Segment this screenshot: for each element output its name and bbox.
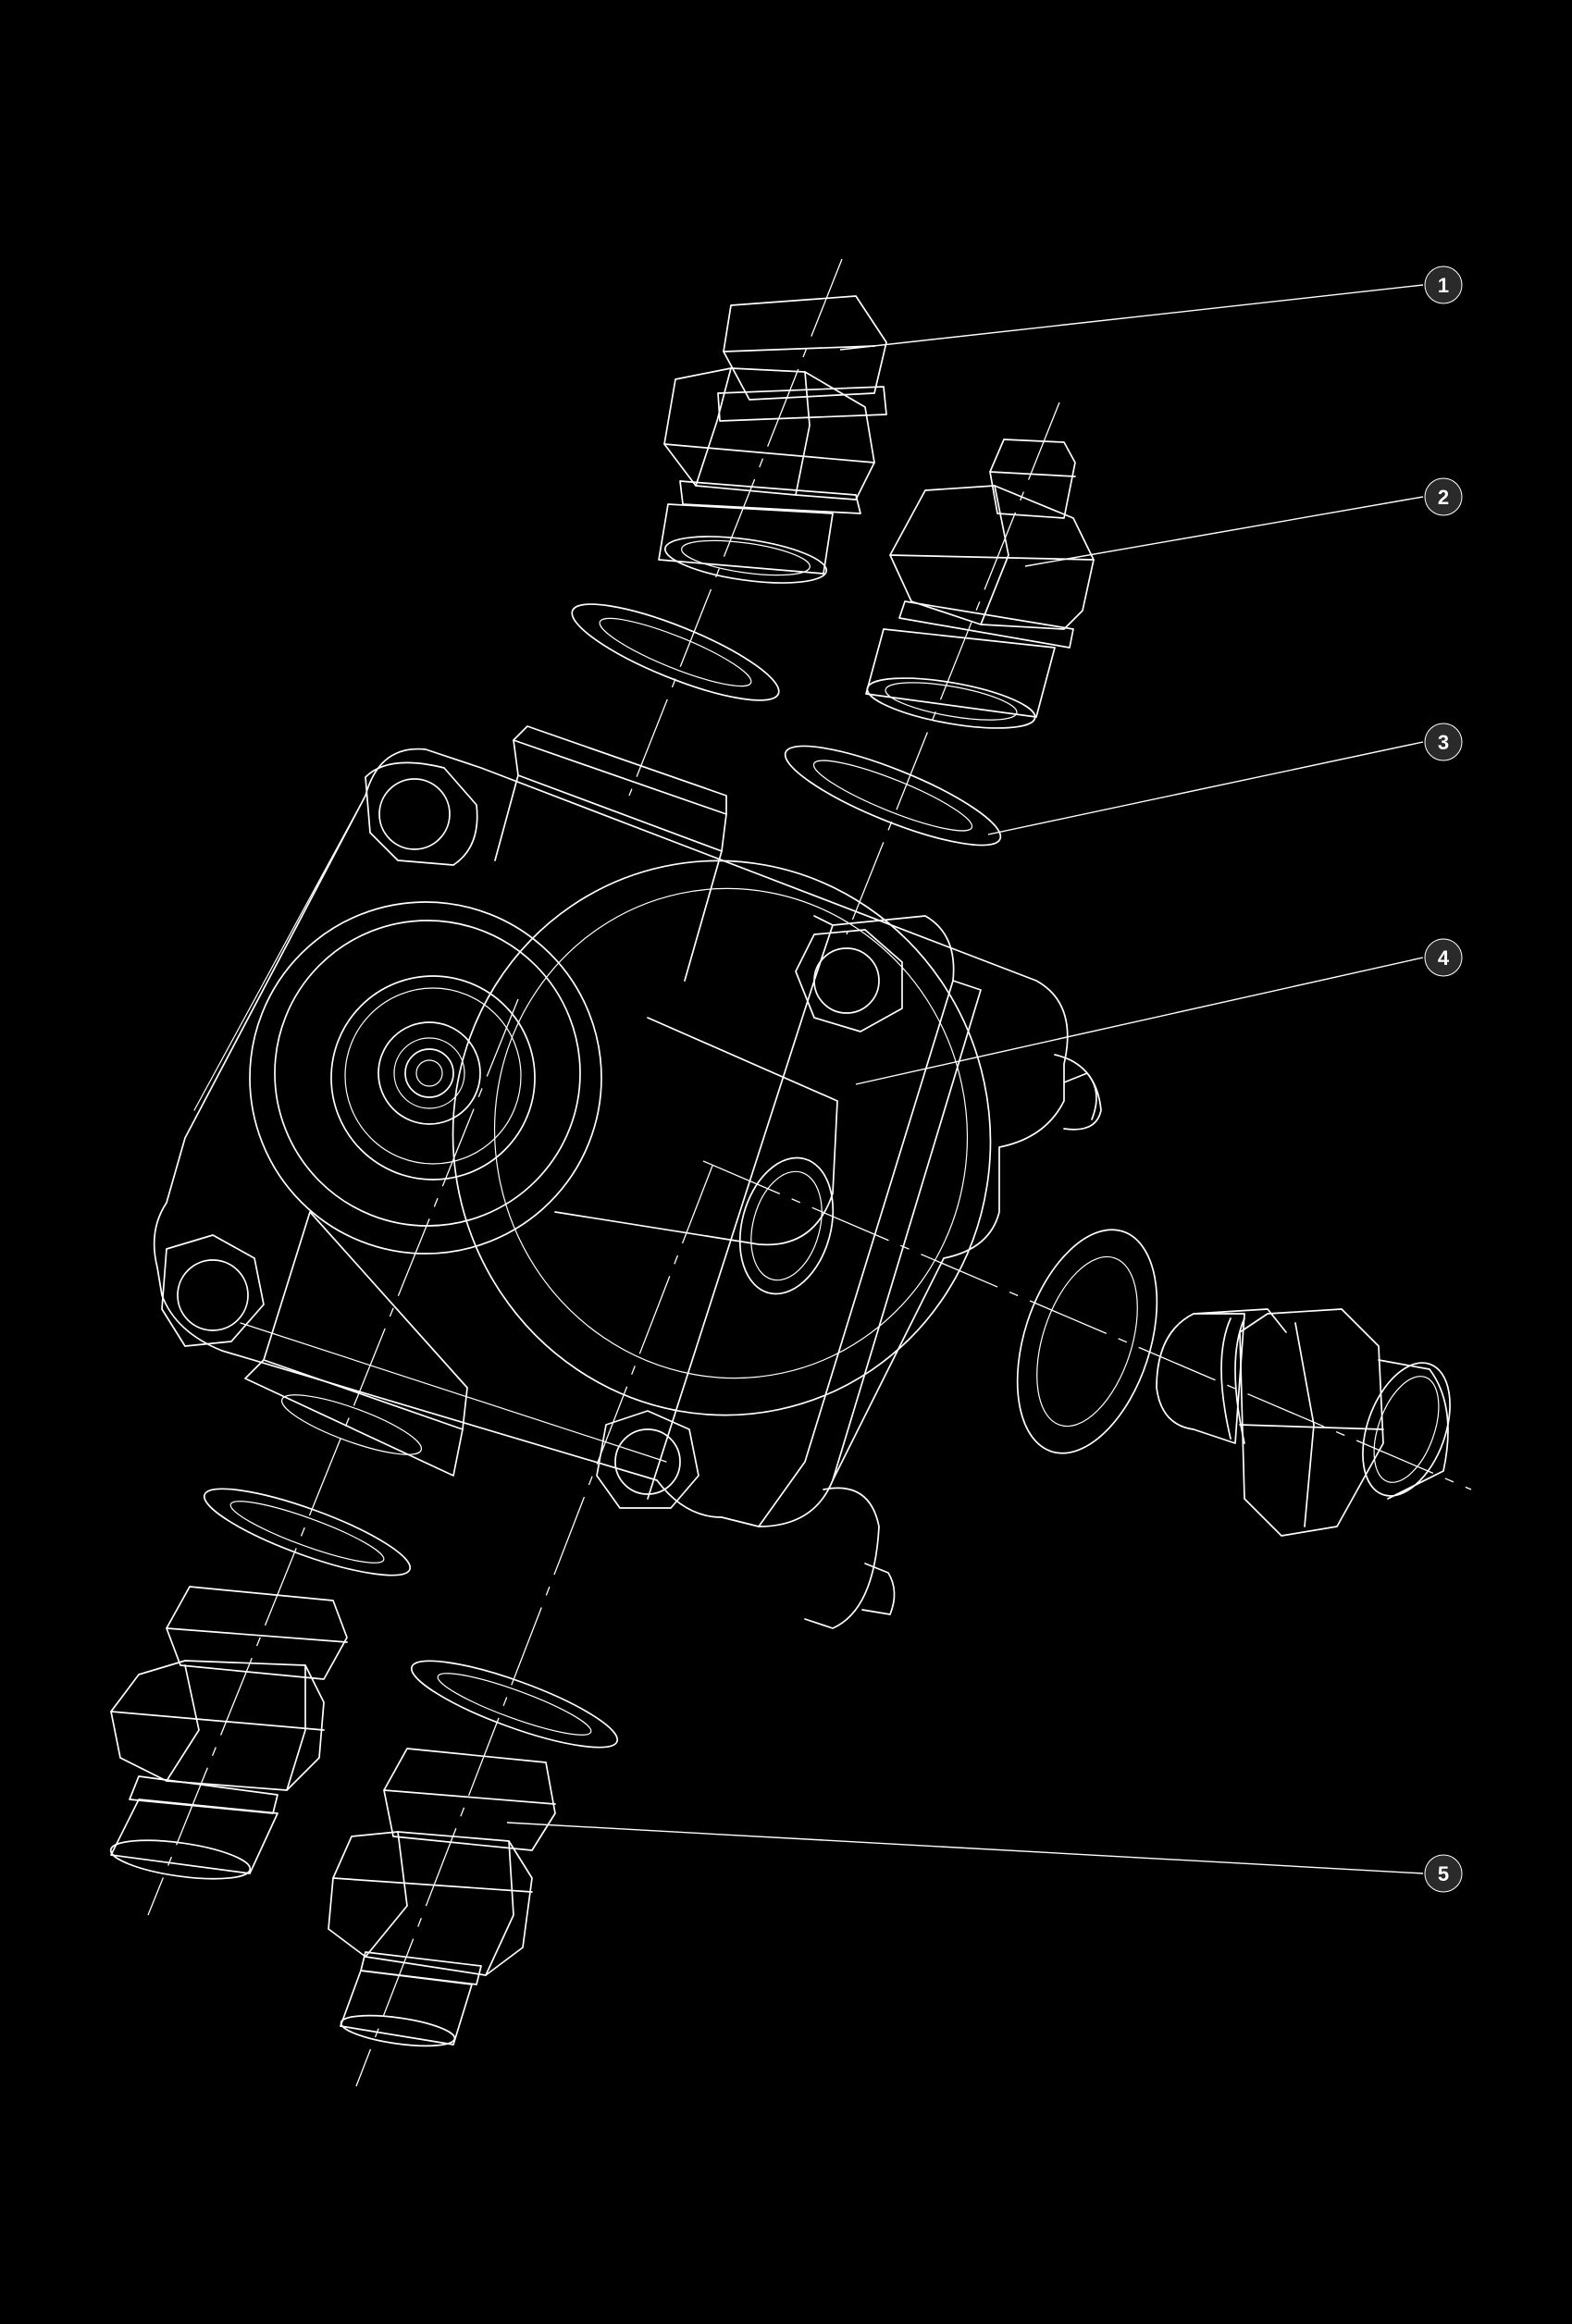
fitting-bottom-left	[109, 1586, 348, 1880]
callout-5: 5	[1424, 1854, 1463, 1893]
valve-body	[153, 725, 1102, 1629]
fitting-top-left	[658, 295, 887, 584]
callout-5-label: 5	[1438, 1862, 1449, 1885]
hex-bolt-bottom-left	[161, 1234, 265, 1347]
callout-3-label: 3	[1438, 731, 1449, 754]
washer-right	[1016, 1229, 1158, 1454]
callout-4-label: 4	[1438, 946, 1450, 970]
hex-bolt-bottom-right	[596, 1410, 699, 1509]
center-axes	[147, 258, 1472, 2087]
fitting-bottom-right	[328, 1748, 556, 2047]
leader-lines	[506, 284, 1424, 1874]
callout-1: 1	[1424, 266, 1463, 304]
callout-3: 3	[1424, 723, 1463, 761]
hex-bolt-top-left	[365, 761, 478, 866]
fitting-right	[1156, 1308, 1451, 1537]
callout-1-label: 1	[1438, 274, 1449, 297]
washer-top-left	[571, 603, 780, 701]
callout-4: 4	[1424, 938, 1463, 977]
callout-2: 2	[1424, 477, 1463, 516]
callout-2-label: 2	[1438, 486, 1449, 509]
fitting-top-right	[865, 439, 1095, 729]
washer-bottom-left	[203, 1488, 412, 1576]
washer-3	[784, 745, 1002, 847]
washer-bottom-right	[410, 1660, 619, 1749]
hex-bolt-right	[795, 929, 903, 1032]
